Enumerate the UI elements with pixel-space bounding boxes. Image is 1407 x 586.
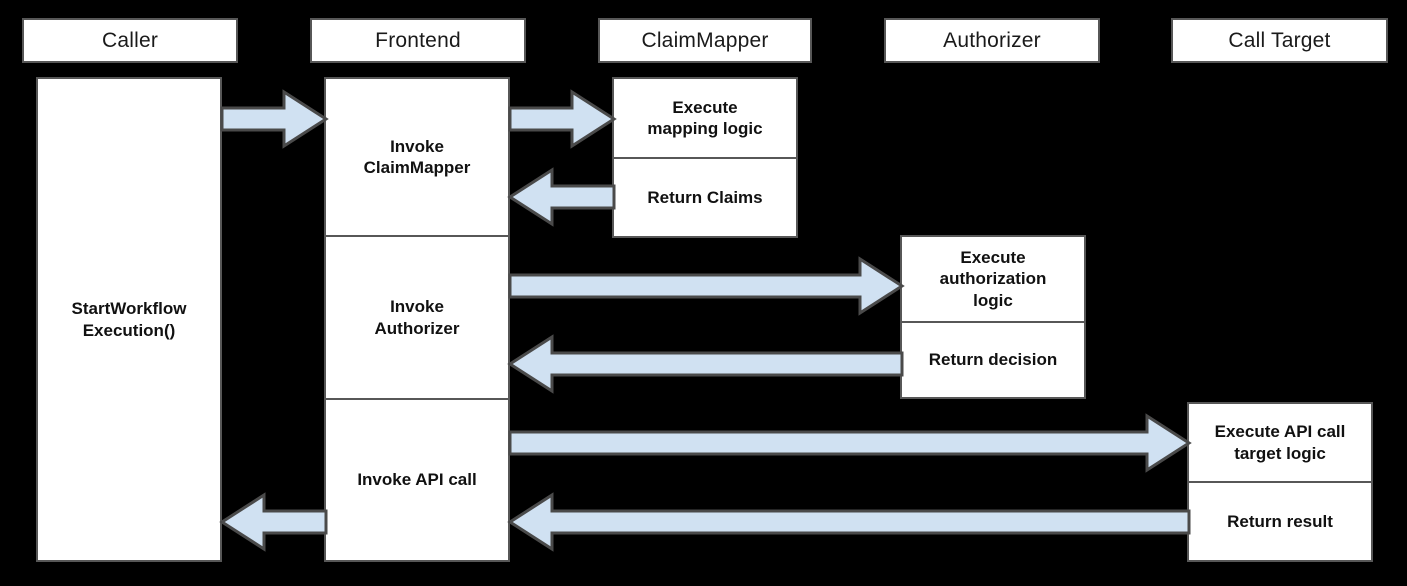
activation-segment-authorizer-return: Return decision — [902, 321, 1084, 397]
activation-segment-calltarget-return-label: Return result — [1227, 511, 1333, 531]
message-arrow-frontend-to-caller[interactable] — [219, 492, 328, 552]
lifeline-header-authorizer[interactable]: Authorizer — [884, 18, 1100, 63]
activation-segment-frontend-invoke-api-call: Invoke API call — [326, 398, 508, 560]
lifeline-header-calltarget[interactable]: Call Target — [1171, 18, 1388, 63]
message-arrow-calltarget-to-frontend[interactable] — [507, 492, 1191, 552]
lifeline-header-authorizer-label: Authorizer — [943, 28, 1041, 52]
lifeline-header-claimmapper-label: ClaimMapper — [641, 28, 769, 52]
activation-segment-claimmapper-return: Return Claims — [614, 157, 796, 236]
lifeline-header-caller[interactable]: Caller — [22, 18, 238, 63]
lifeline-header-frontend[interactable]: Frontend — [310, 18, 526, 63]
activation-segment-frontend-invoke-api-call-label: Invoke API call — [357, 470, 477, 490]
lifeline-header-caller-label: Caller — [101, 28, 159, 52]
message-arrow-frontend-to-authorizer[interactable] — [508, 256, 905, 316]
message-arrow-authorizer-to-frontend[interactable] — [507, 334, 904, 394]
activation-segment-calltarget-return: Return result — [1189, 481, 1371, 560]
message-arrow-frontend-to-calltarget[interactable] — [508, 413, 1192, 473]
activation-segment-claimmapper-return-label: Return Claims — [647, 187, 763, 207]
lifeline-header-frontend-label: Frontend — [375, 28, 461, 52]
message-arrow-frontend-to-claimmapper[interactable] — [508, 89, 617, 149]
message-arrow-claimmapper-to-frontend[interactable] — [507, 167, 616, 227]
message-arrow-caller-to-frontend[interactable] — [220, 89, 329, 149]
lifeline-header-calltarget-label: Call Target — [1228, 28, 1331, 52]
activation-segment-authorizer-return-label: Return decision — [928, 350, 1058, 370]
lifeline-header-claimmapper[interactable]: ClaimMapper — [598, 18, 812, 63]
